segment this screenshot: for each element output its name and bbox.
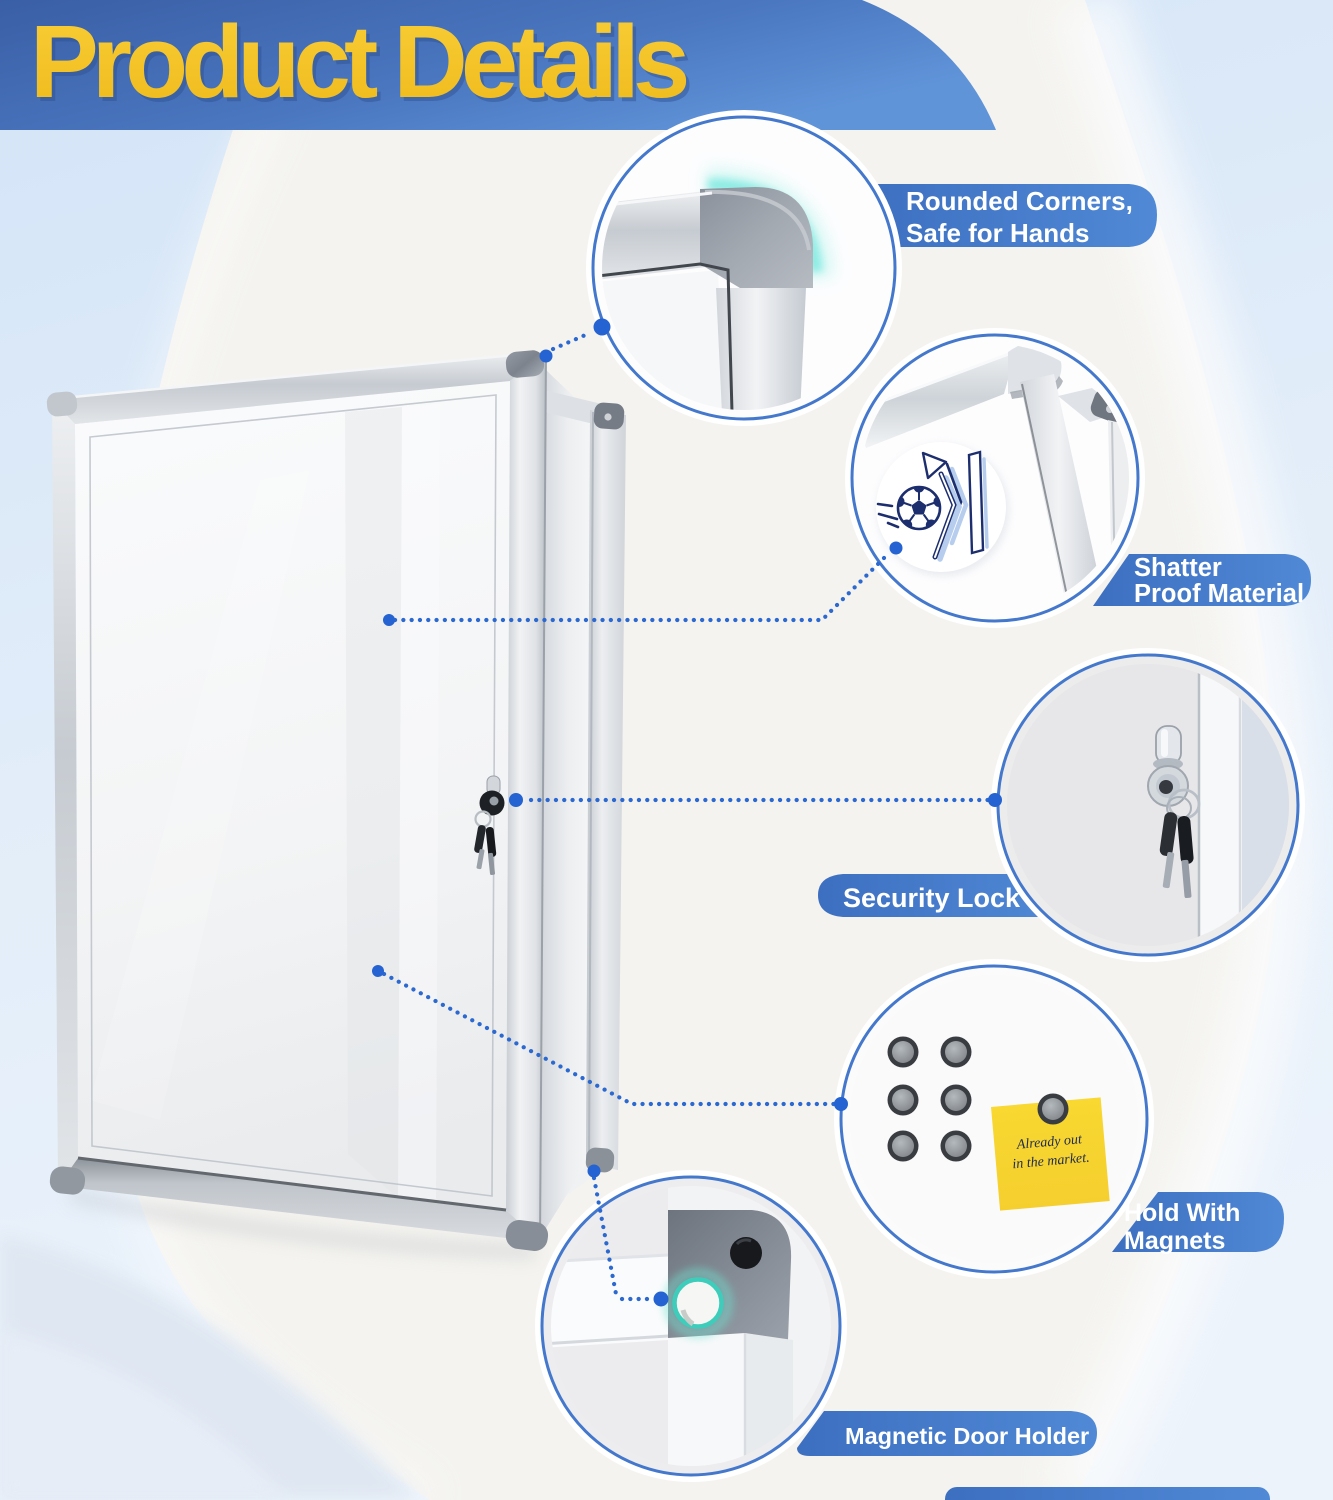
svg-text:in the market.: in the market. [1012,1151,1090,1173]
svg-text:Hold With: Hold With [1124,1199,1240,1227]
svg-text:Already out: Already out [1015,1132,1083,1153]
svg-text:Proof Material: Proof Material [1134,580,1304,608]
svg-text:Product Details: Product Details [30,4,687,119]
svg-text:Rounded Corners,: Rounded Corners, [906,186,1133,216]
svg-text:Product Details: Product Details [34,8,691,123]
svg-text:Shatter: Shatter [1134,554,1222,582]
svg-text:Magnetic Door Holder: Magnetic Door Holder [845,1423,1089,1449]
svg-text:Security Lock: Security Lock [843,883,1021,913]
svg-text:Safe for Hands: Safe for Hands [906,218,1090,248]
svg-text:Magnets: Magnets [1124,1227,1225,1255]
